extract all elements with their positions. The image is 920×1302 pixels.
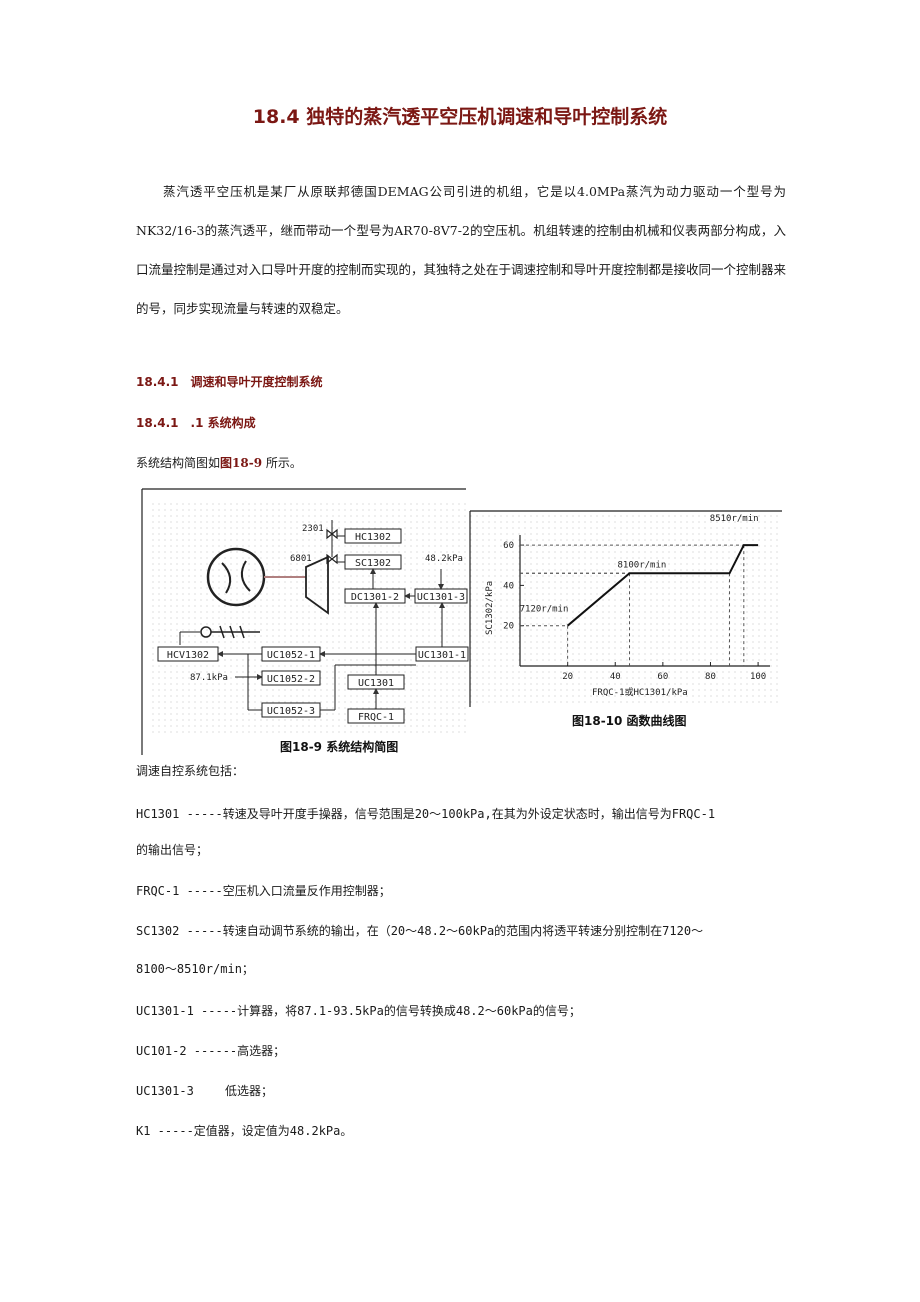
section-heading-1: 18.4.1 调速和导叶开度控制系统 bbox=[136, 375, 323, 389]
speed-annotation: 8100r/min bbox=[618, 560, 667, 570]
hand-valve-top-label: 2301 bbox=[302, 524, 324, 534]
y-tick-label: 60 bbox=[503, 541, 514, 551]
speed-annotation: 7120r/min bbox=[520, 605, 569, 615]
chart-caption: 图18-10 函数曲线图 bbox=[572, 713, 687, 728]
x-tick-label: 100 bbox=[750, 672, 766, 682]
component-list-item: 8100～8510r/min； bbox=[136, 962, 254, 976]
box-frqc-1: FRQC-1 bbox=[358, 712, 394, 723]
section-heading-2: 18.4.1 .1 系统构成 bbox=[136, 416, 256, 430]
component-list-item: UC1301-1 -----计算器，将87.1-93.5kPa的信号转换成48.… bbox=[136, 1004, 581, 1018]
compressor-blade-icon bbox=[221, 560, 251, 594]
figure-reference: 系统结构简图如图18-9 所示。 bbox=[136, 454, 302, 471]
input-value-label: 87.1kPa bbox=[190, 673, 228, 683]
figure-block: 2301 6801 HC1302 SC1302 DC1301-2 48.2kPa… bbox=[140, 485, 785, 764]
x-tick-label: 40 bbox=[610, 672, 621, 682]
x-tick-label: 60 bbox=[657, 672, 668, 682]
component-list-item: HC1301 -----转速及导叶开度手操器，信号范围是20～100kPa,在其… bbox=[136, 807, 716, 821]
box-uc1052-1: UC1052-1 bbox=[267, 650, 315, 661]
x-tick-label: 20 bbox=[562, 672, 573, 682]
box-uc1301-3: UC1301-3 bbox=[417, 592, 465, 603]
figure-reference-suffix: 所示。 bbox=[262, 456, 302, 470]
box-uc1301-1: UC1301-1 bbox=[418, 650, 466, 661]
diagram-caption: 图18-9 系统结构简图 bbox=[280, 739, 398, 754]
figure-reference-prefix: 系统结构简图如 bbox=[136, 456, 221, 470]
box-uc1301: UC1301 bbox=[358, 678, 394, 689]
system-diagram: 2301 6801 HC1302 SC1302 DC1301-2 48.2kPa… bbox=[141, 488, 469, 755]
x-tick-label: 80 bbox=[705, 672, 716, 682]
figure-svg: 2301 6801 HC1302 SC1302 DC1301-2 48.2kPa… bbox=[141, 488, 782, 755]
figure-reference-link: 图18-9 bbox=[220, 456, 263, 470]
x-axis-label: FRQC-1或HC1301/kPa bbox=[592, 686, 688, 698]
box-sc1302: SC1302 bbox=[355, 558, 391, 569]
component-list-item: 的输出信号； bbox=[136, 843, 209, 857]
y-tick-label: 20 bbox=[503, 622, 514, 632]
hand-valve-mid-label: 6801 bbox=[290, 554, 312, 564]
valve-icon bbox=[326, 520, 338, 565]
component-list-item: K1 -----定值器，设定值为48.2kPa。 bbox=[136, 1124, 353, 1138]
component-list-item: SC1302 -----转速自动调节系统的输出，在（20～48.2～60kPa的… bbox=[136, 924, 704, 938]
box-dc1301-2: DC1301-2 bbox=[351, 592, 399, 603]
component-list-item: FRQC-1 -----空压机入口流量反作用控制器； bbox=[136, 884, 391, 898]
y-tick-label: 40 bbox=[503, 581, 514, 591]
box-hcv1302: HCV1302 bbox=[167, 650, 209, 661]
setpoint-k1-label: 48.2kPa bbox=[425, 554, 463, 564]
items-intro: 调速自控系统包括： bbox=[136, 764, 245, 778]
speed-annotation: 8510r/min bbox=[710, 514, 759, 524]
box-uc1052-3: UC1052-3 bbox=[267, 706, 315, 717]
y-axis-label: SC1302/kPa bbox=[485, 581, 495, 635]
function-chart: SC1302/kPa FRQC-1或HC1301/kPa 20 40 60 80 100… bbox=[469, 510, 782, 728]
turbine-icon bbox=[305, 555, 329, 615]
page-title: 18.4 独特的蒸汽透平空压机调速和导叶控制系统 bbox=[252, 106, 668, 128]
series-line bbox=[566, 544, 759, 627]
intro-paragraph: 蒸汽透平空压机是某厂从原联邦德国DEMAG公司引进的机组，它是以4.0MPa蒸汽… bbox=[136, 184, 787, 316]
component-list-item: UC1301-3 低选器； bbox=[136, 1084, 274, 1098]
component-list-item: UC101-2 ------高选器； bbox=[136, 1044, 286, 1058]
box-uc1052-2: UC1052-2 bbox=[267, 674, 315, 685]
box-hc1302: HC1302 bbox=[355, 532, 391, 543]
